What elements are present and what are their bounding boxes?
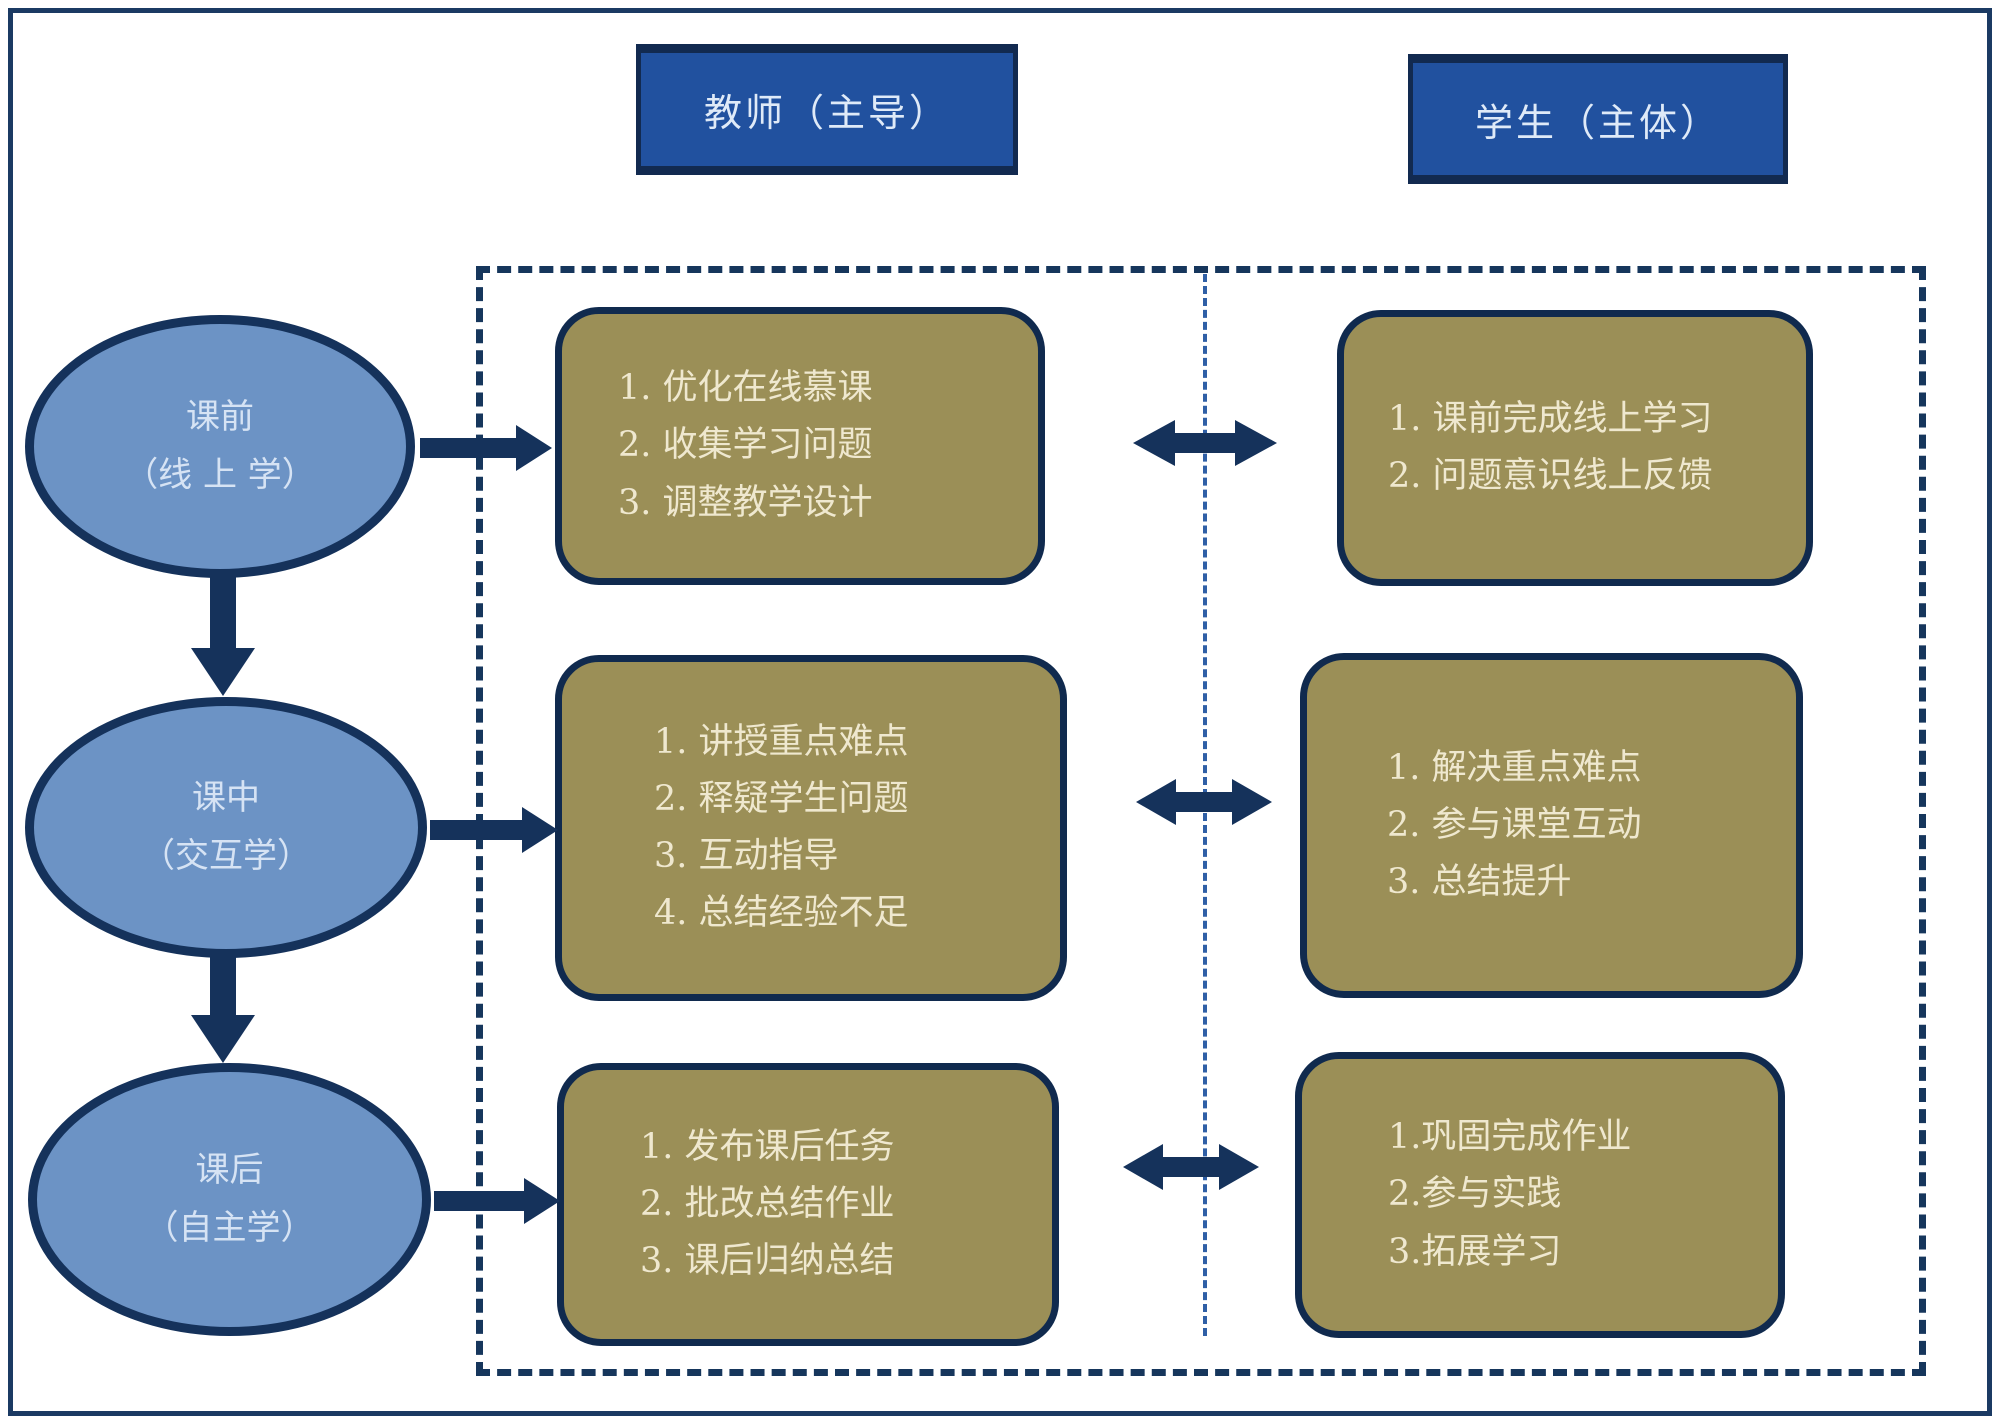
student-header: 学生（主体）: [1408, 54, 1788, 184]
list-line: 3. 互动指导: [654, 836, 839, 876]
stage-subtitle: （线 上 学）: [124, 454, 316, 495]
list-line: 3. 调整教学设计: [618, 482, 873, 523]
stage-ellipse-pre-class: 课前 （线 上 学）: [25, 315, 415, 578]
teacher-box-pre-class: 1. 优化在线慕课 2. 收集学习问题 3. 调整教学设计: [555, 307, 1045, 585]
arrow-right-icon: [420, 423, 552, 473]
list-line: 1. 课前完成线上学习: [1388, 398, 1713, 439]
list-line: 4. 总结经验不足: [654, 893, 909, 934]
list-line: 2. 释疑学生问题: [654, 778, 909, 819]
double-arrow-icon: [1123, 1144, 1259, 1190]
arrow-down-icon: [191, 574, 255, 696]
teacher-header: 教师（主导）: [636, 44, 1018, 175]
arrow-down-icon: [191, 955, 255, 1063]
stage-ellipse-post-class: 课后 （自主学）: [28, 1063, 431, 1336]
list-line: 2.参与实践: [1388, 1174, 1562, 1215]
stage-title: 课后: [195, 1149, 264, 1190]
stage-subtitle: （交互学）: [141, 835, 311, 876]
student-box-post-class: 1.巩固完成作业 2.参与实践 3.拓展学习: [1295, 1052, 1785, 1338]
double-arrow-icon: [1136, 779, 1272, 825]
stage-ellipse-in-class: 课中 （交互学）: [25, 697, 427, 958]
list-line: 2. 批改总结作业: [640, 1183, 895, 1224]
list-line: 1. 优化在线慕课: [618, 368, 873, 409]
list-line: 2. 参与课堂互动: [1387, 804, 1642, 845]
list-line: 1.巩固完成作业: [1388, 1117, 1632, 1158]
list-line: 3. 课后归纳总结: [640, 1241, 895, 1282]
teacher-header-label: 教师（主导）: [703, 91, 950, 135]
arrow-right-icon: [430, 805, 558, 855]
outer-border: [8, 8, 1992, 1416]
list-line: 2. 问题意识线上反馈: [1388, 456, 1713, 496]
list-line: 1. 解决重点难点: [1387, 747, 1642, 788]
list-line: 1. 发布课后任务: [640, 1126, 895, 1167]
arrow-right-icon: [434, 1176, 560, 1226]
list-line: 3.拓展学习: [1388, 1231, 1562, 1272]
double-arrow-icon: [1133, 420, 1277, 466]
list-line: 2. 收集学习问题: [618, 425, 873, 466]
student-header-label: 学生（主体）: [1474, 100, 1721, 145]
teacher-box-post-class: 1. 发布课后任务 2. 批改总结作业 3. 课后归纳总结: [557, 1063, 1059, 1346]
stage-subtitle: （自主学）: [144, 1207, 315, 1248]
stage-title: 课中: [192, 777, 260, 818]
student-box-in-class: 1. 解决重点难点 2. 参与课堂互动 3. 总结提升: [1300, 653, 1803, 998]
list-line: 3. 总结提升: [1387, 862, 1572, 903]
stage-title: 课前: [186, 396, 254, 437]
student-box-pre-class: 1. 课前完成线上学习 2. 问题意识线上反馈: [1337, 310, 1813, 586]
teacher-box-in-class: 1. 讲授重点难点 2. 释疑学生问题 3. 互动指导 4. 总结经验不足: [555, 655, 1067, 1001]
list-line: 1. 讲授重点难点: [654, 721, 909, 762]
